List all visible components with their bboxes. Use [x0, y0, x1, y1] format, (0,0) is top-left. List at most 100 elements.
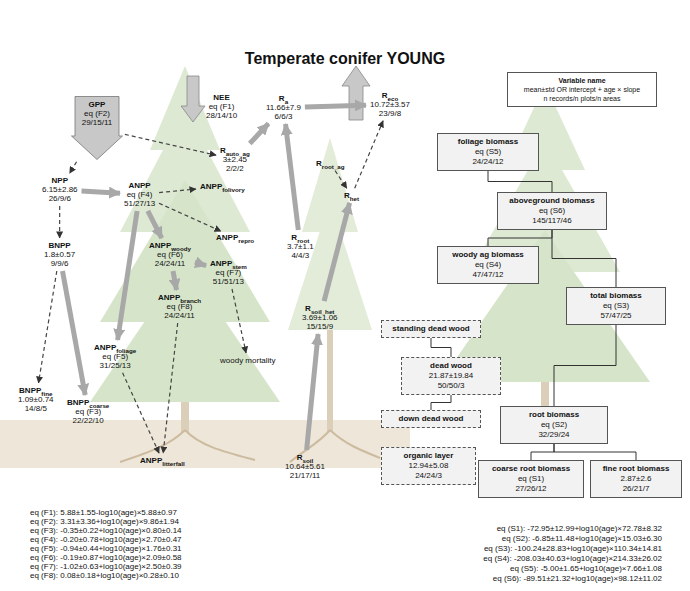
flux-label: ANPPfolivory: [198, 181, 247, 192]
node-text: 26/9/6: [42, 194, 78, 203]
node-text: ANPPrepro: [216, 233, 254, 242]
node-text: ANPPfoliage: [94, 343, 136, 352]
node-text: n records/n plots/n areas: [513, 94, 651, 103]
variable-box: organic layer12.94±5.0824/24/3: [381, 447, 476, 485]
node-text: 4/4/3: [287, 251, 314, 260]
node-text: 3.7±1.1: [287, 242, 314, 251]
variable-box: root biomasseq (S2)32/29/24: [500, 406, 608, 444]
node-text: 32/29/24: [506, 430, 602, 440]
node-text: eq (F6): [149, 250, 191, 259]
variable-box: dead wood21.87±19.8450/50/3: [401, 357, 501, 395]
flux-label: ANPPbrancheq (F8)24/24/11: [156, 292, 203, 321]
equation-label: eq (F2): 3.31±3.36+log10(age)×9.86±1.94: [30, 517, 179, 526]
flux-label: Rroot_ag: [314, 158, 347, 169]
node-text: 12.94±5.08: [387, 461, 470, 471]
node-text: root biomass: [506, 410, 602, 420]
node-text: 22/22/10: [67, 416, 109, 425]
tree-connector: [554, 325, 616, 406]
node-text: eq (S5): [443, 147, 533, 157]
tree-connector: [431, 338, 451, 357]
subscript: litterfall: [162, 460, 185, 467]
arrow-outline: [72, 97, 123, 160]
equation-label: eq (F8): 0.08±0.18+log10(age)×0.28±0.10: [30, 571, 179, 580]
node-text: 3±2.45: [220, 155, 250, 164]
node-text: ANPPlitterfall: [140, 456, 185, 465]
variable-box: Variable namemean±std OR intercept + age…: [507, 72, 657, 107]
node-text: Rroot: [287, 233, 314, 242]
node-text: 11.66±7.9: [266, 103, 301, 112]
flux-label: ANPPstemeq (F7)51/51/13: [208, 258, 249, 287]
node-text: 15/15/9: [302, 322, 338, 331]
flux-connector: [355, 121, 383, 188]
flux-label: BNPP1.8±0.579/9/6: [42, 240, 77, 269]
variable-box: total biomasseq (S3)57/47/25: [566, 287, 666, 325]
equation-label: eq (S4): -208.03±40.63+log10(age)×214.33…: [483, 554, 662, 563]
subscript: het: [350, 195, 359, 202]
flux-label: BNPPfine1.09±0.7414/8/5: [16, 385, 56, 414]
node-text: 3.69±1.06: [302, 313, 338, 322]
equation-label: eq (F1): 5.88±1.55-log10(age)×5.88±0.97: [30, 508, 177, 517]
variable-box: coarse root biomasseq (S1)27/26/12: [478, 460, 584, 498]
node-text: down dead wood: [387, 414, 475, 424]
flux-connector: [148, 211, 162, 238]
flux-label: Rsoil10.64±5.6121/17/11: [283, 452, 327, 481]
variable-box: standing dead wood: [381, 320, 481, 338]
node-text: eq (S4): [443, 260, 533, 270]
flux-connector: [232, 289, 246, 353]
flux-label: Rsoil_het3.69±1.0615/15/9: [300, 303, 340, 332]
node-text: ANPPstem: [210, 259, 247, 268]
node-text: eq (S1): [484, 474, 578, 484]
flux-label: Reco10.72±3.5723/9/8: [368, 90, 412, 119]
node-text: Rroot_ag: [316, 159, 345, 168]
node-text: Rsoil_het: [302, 304, 338, 313]
variable-box: foliage biomasseq (S5)24/24/12: [437, 133, 539, 171]
node-text: NEE: [206, 93, 237, 102]
flux-connector: [173, 271, 177, 290]
node-text: organic layer: [387, 451, 470, 461]
tree-crown: [288, 200, 372, 330]
node-text: 21/17/11: [285, 471, 325, 480]
node-text: fine root biomass: [596, 464, 676, 474]
diagram-title: Temperate conifer YOUNG: [0, 50, 690, 68]
node-text: foliage biomass: [443, 137, 533, 147]
flux-connector: [307, 334, 319, 450]
node-text: Rsoil: [285, 453, 325, 462]
equation-label: eq (F7): -1.02±0.63+log10(age)×2.50±0.39: [30, 562, 182, 571]
equation-label: eq (S1): -72.95±12.99+log10(age)×72.78±8…: [497, 524, 662, 533]
variable-box: woody ag biomasseq (S4)47/47/12: [437, 246, 539, 284]
flux-label: Rauto_ag3±2.452/2/2: [218, 145, 252, 174]
flux-arrow: [181, 76, 205, 122]
node-text: 9/9/6: [44, 259, 75, 268]
node-text: 50/50/3: [407, 381, 495, 391]
node-text: Ra: [266, 94, 301, 103]
flux-connector: [125, 134, 216, 155]
node-text: eq (F1): [206, 102, 237, 111]
node-text: 31/25/13: [94, 361, 136, 370]
node-text: GPP: [71, 100, 123, 109]
node-text: coarse root biomass: [484, 464, 578, 474]
node-text: Rauto_ag: [220, 146, 250, 155]
node-text: eq (F7): [210, 268, 247, 277]
flux-connector: [159, 189, 196, 193]
node-text: 1.8±0.57: [44, 250, 75, 259]
node-text: 10.64±5.61: [285, 462, 325, 471]
flux-label: NEEeq (F1)28/14/10: [204, 92, 239, 121]
node-text: 47/47/12: [443, 270, 533, 280]
flux-connector: [163, 323, 178, 453]
equation-label: eq (F3): -0.35±0.22+log10(age)×0.80±0.14: [30, 526, 182, 535]
node-text: aboveground biomass: [503, 196, 601, 206]
node-text: 24/24/11: [149, 259, 191, 268]
variable-box: fine root biomass2.87±2.626/21/7: [590, 460, 682, 498]
node-text: 10.72±3.57: [370, 100, 410, 109]
flux-connector: [195, 262, 206, 265]
flux-connector: [118, 211, 138, 340]
node-text: 51/51/13: [210, 277, 247, 286]
node-text: 14/8/5: [18, 404, 54, 413]
node-text: dead wood: [407, 361, 495, 371]
node-text: 23/9/8: [370, 109, 410, 118]
node-text: BNPPcoarse: [67, 398, 109, 407]
node-text: mean±std OR intercept + age × slope: [513, 85, 651, 94]
node-text: BNPP: [44, 241, 75, 250]
node-text: eq (F5): [94, 352, 136, 361]
equation-label: eq (F4): -0.20±0.78+log10(age)×2.70±0.47: [30, 535, 182, 544]
